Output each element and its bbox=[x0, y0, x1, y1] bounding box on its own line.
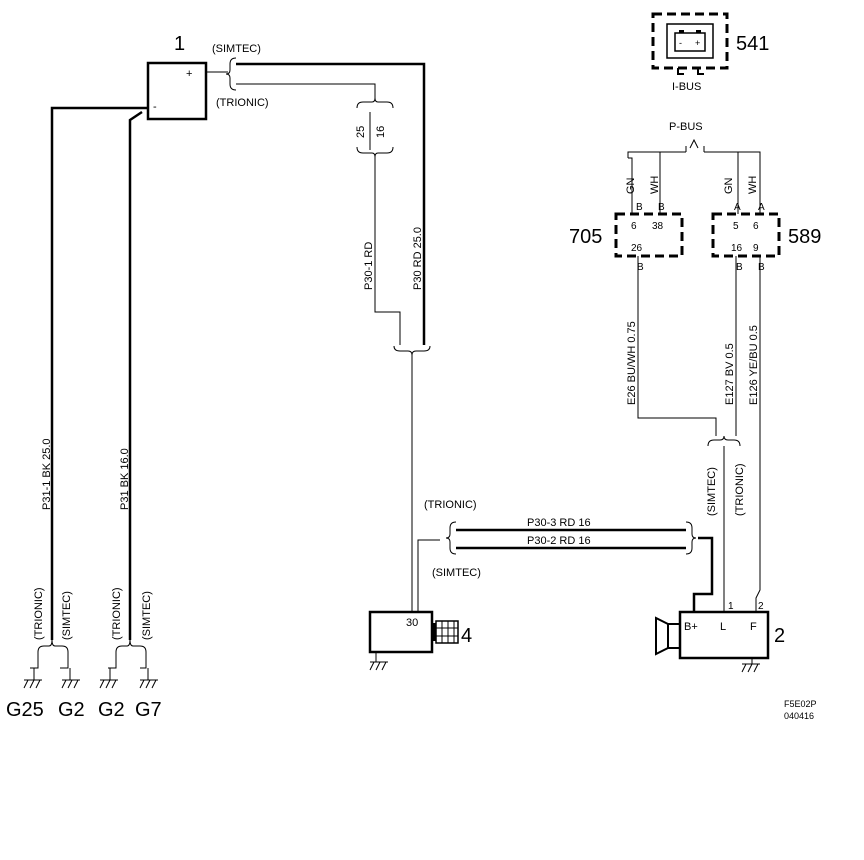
wire-label-e126: E126 YE/BU 0.5 bbox=[748, 325, 760, 405]
705-pin-38: 38 bbox=[652, 221, 664, 232]
ibus-battery-plus: + bbox=[695, 38, 700, 48]
component-2-label: 2 bbox=[774, 625, 785, 647]
variant-simtec-g2a: (SIMTEC) bbox=[61, 591, 73, 640]
705-pin-26: 26 bbox=[631, 243, 643, 254]
wire-e126 bbox=[755, 256, 761, 612]
589-conn-a-top-2: A bbox=[758, 202, 765, 213]
diagram-code-line1: F5E02P bbox=[784, 699, 817, 709]
ground-symbol-g7 bbox=[139, 652, 158, 689]
ground-symbol-alternator bbox=[741, 658, 760, 673]
p-bus-brace bbox=[627, 138, 761, 158]
join-brace-p30 bbox=[393, 345, 431, 356]
splice-brace-bottom bbox=[356, 146, 394, 158]
alternator-terminal-b-plus: B+ bbox=[684, 621, 698, 633]
alternator-pin-1: 1 bbox=[728, 601, 734, 612]
component-705: 6 38 26 705 bbox=[569, 212, 684, 258]
variant-trionic-g2b: (TRIONIC) bbox=[111, 587, 123, 640]
589-pin-16: 16 bbox=[731, 243, 743, 254]
variant-brace-signal bbox=[707, 435, 741, 447]
component-541: - + 541 I-BUS bbox=[651, 12, 769, 93]
p-bus-label: P-BUS bbox=[669, 121, 703, 133]
ground-label-g2b: G2 bbox=[98, 699, 125, 721]
ground-label-g25: G25 bbox=[6, 699, 44, 721]
variant-brace-starter bbox=[445, 521, 457, 555]
component-2-alternator: B+ L F 1 2 2 bbox=[655, 601, 785, 660]
wire-705-wh: WH bbox=[649, 176, 661, 194]
alternator-terminal-l: L bbox=[720, 621, 726, 633]
variant-simtec-signal: (SIMTEC) bbox=[706, 467, 718, 516]
589-conn-b-bottom-2: B bbox=[758, 262, 765, 273]
705-conn-b-top-2: B bbox=[658, 202, 665, 213]
705-conn-b-bottom: B bbox=[637, 262, 644, 273]
battery-plus-terminal: + bbox=[186, 68, 192, 80]
wire-label-p30-1: P30-1 RD bbox=[363, 242, 375, 290]
705-pin-6: 6 bbox=[631, 221, 637, 232]
starter-pin-30: 30 bbox=[406, 617, 418, 629]
589-pin-6: 6 bbox=[753, 221, 759, 232]
wire-p30-heavy bbox=[236, 62, 426, 345]
variant-brace-alternator bbox=[685, 521, 697, 555]
589-pin-9: 9 bbox=[753, 243, 759, 254]
ground-brace-right bbox=[115, 639, 147, 653]
component-541-label: 541 bbox=[736, 33, 769, 55]
component-1-battery: 1 + - bbox=[146, 33, 208, 121]
ground-symbol-g2b bbox=[99, 652, 118, 689]
component-589: 5 6 16 9 589 bbox=[711, 212, 821, 258]
ibus-battery-minus: - bbox=[679, 38, 682, 48]
diagram-code-line2: 040416 bbox=[784, 711, 814, 721]
variant-trionic-battery: (TRIONIC) bbox=[216, 97, 269, 109]
ground-brace-left bbox=[37, 639, 69, 653]
wire-p31-1 bbox=[50, 106, 148, 640]
component-4-starter: 30 4 bbox=[368, 610, 472, 654]
wire-label-p31: P31 BK 16.0 bbox=[119, 448, 131, 510]
wire-label-p30: P30 RD 25.0 bbox=[412, 227, 424, 290]
ground-label-g7: G7 bbox=[135, 699, 162, 721]
wire-starter-feed bbox=[417, 539, 440, 612]
ground-symbol-g25 bbox=[23, 652, 42, 689]
705-conn-b-top-1: B bbox=[636, 202, 643, 213]
alternator-terminal-f: F bbox=[750, 621, 757, 633]
ground-label-g2a: G2 bbox=[58, 699, 85, 721]
wire-e26 bbox=[637, 256, 717, 436]
wire-label-e26: E26 BU/WH 0.75 bbox=[626, 321, 638, 405]
wire-589-wh: WH bbox=[747, 176, 759, 194]
wire-705-gn: GN bbox=[625, 177, 637, 194]
ground-symbol-starter bbox=[369, 652, 388, 671]
component-1-label: 1 bbox=[174, 33, 185, 55]
variant-brace-battery bbox=[225, 57, 237, 91]
battery-minus-terminal: - bbox=[153, 101, 157, 113]
variant-simtec-g7: (SIMTEC) bbox=[141, 591, 153, 640]
component-705-label: 705 bbox=[569, 226, 602, 248]
wire-label-p30-2: P30-2 RD 16 bbox=[527, 535, 591, 547]
wire-p31 bbox=[128, 110, 143, 640]
wire-label-p30-3: P30-3 RD 16 bbox=[527, 517, 591, 529]
wire-label-p31-1: P31-1 BK 25.0 bbox=[41, 438, 53, 510]
ground-symbol-g2a bbox=[60, 652, 80, 689]
wire-589-gn: GN bbox=[723, 177, 735, 194]
splice-label-25: 25 bbox=[355, 126, 367, 138]
ibus-label: I-BUS bbox=[672, 81, 701, 93]
variant-trionic-signal: (TRIONIC) bbox=[734, 463, 746, 516]
589-pin-5: 5 bbox=[733, 221, 739, 232]
variant-simtec-battery: (SIMTEC) bbox=[212, 43, 261, 55]
variant-trionic-starter: (TRIONIC) bbox=[424, 499, 477, 511]
splice-label-16: 16 bbox=[375, 126, 387, 138]
589-conn-b-bottom-1: B bbox=[736, 262, 743, 273]
wire-label-e127: E127 BV 0.5 bbox=[724, 343, 736, 405]
wire-p30-1 bbox=[236, 83, 376, 98]
component-589-label: 589 bbox=[788, 226, 821, 248]
589-conn-a-top-1: A bbox=[734, 202, 741, 213]
variant-trionic-g25: (TRIONIC) bbox=[33, 587, 45, 640]
component-4-label: 4 bbox=[461, 625, 472, 647]
variant-simtec-starter: (SIMTEC) bbox=[432, 567, 481, 579]
alternator-pin-2: 2 bbox=[758, 601, 764, 612]
splice-brace-top bbox=[356, 97, 394, 109]
